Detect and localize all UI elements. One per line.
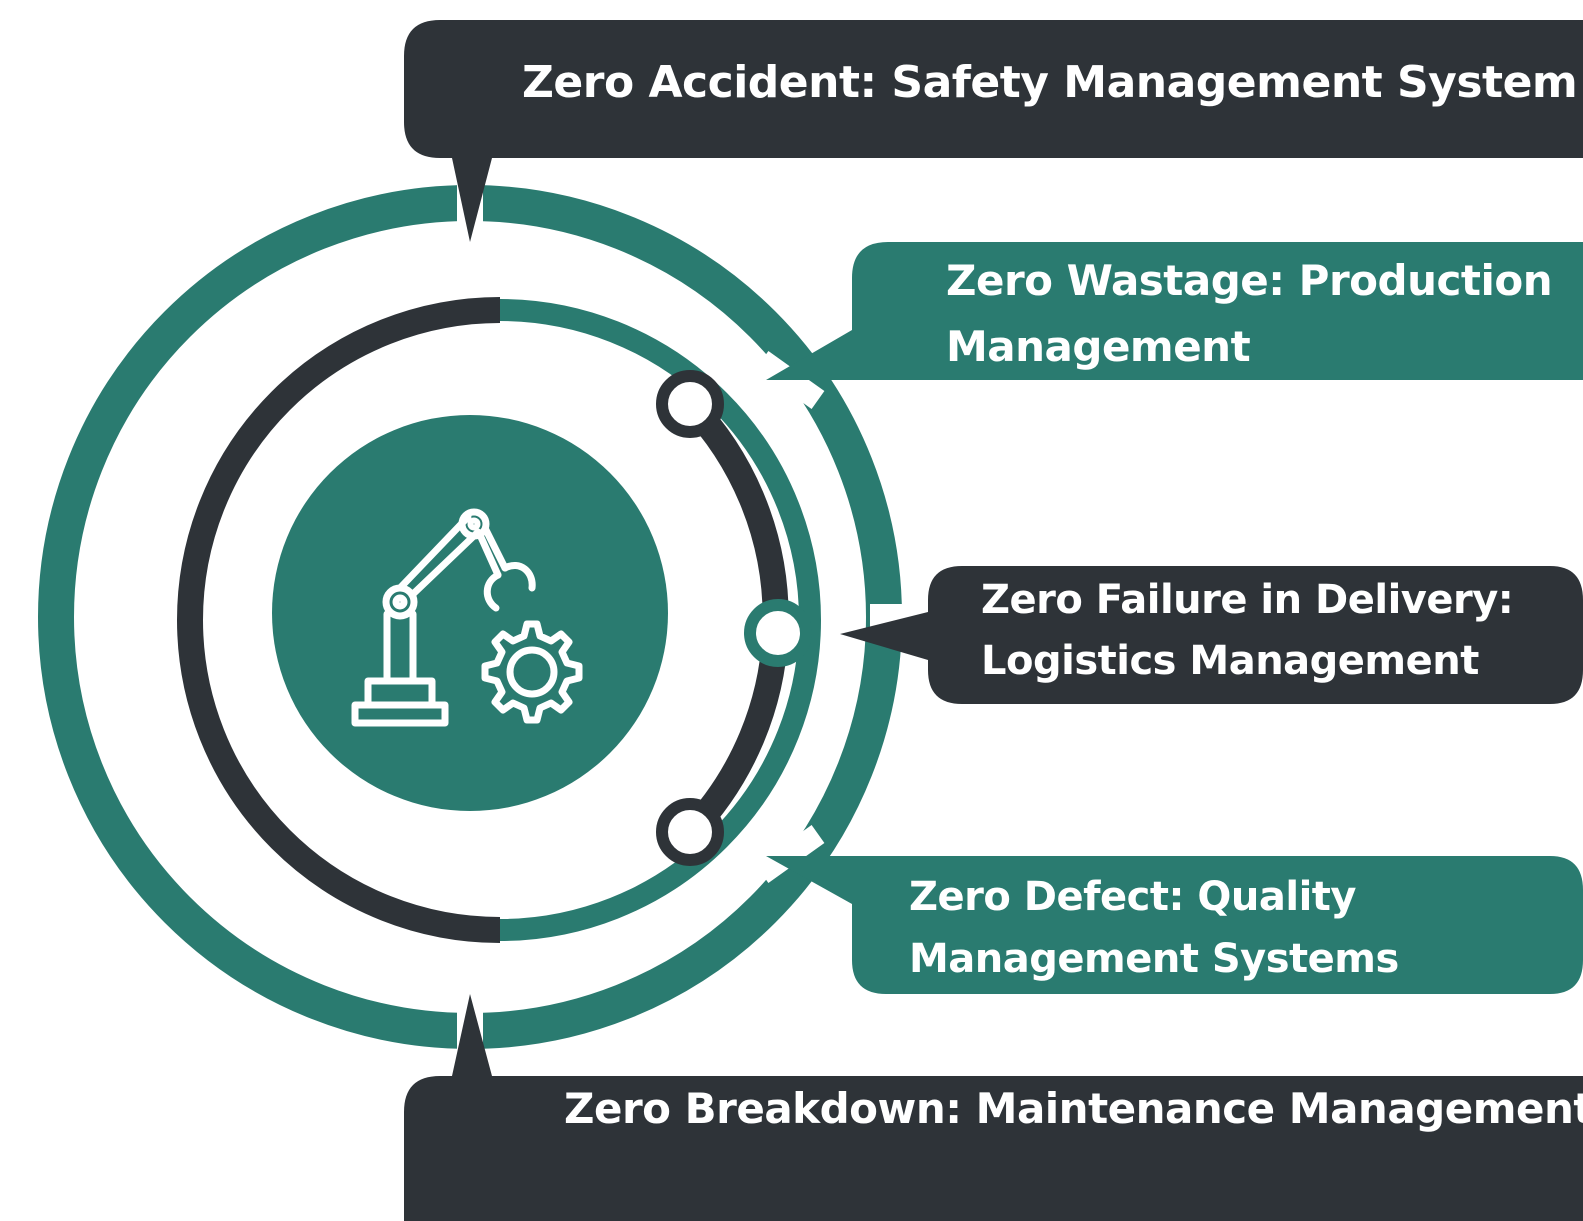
label-zero-defect-line-1: Zero Defect: Quality [909, 874, 1356, 920]
label-zero-accident: Zero Accident: Safety Management System [522, 55, 1578, 111]
callout-breakdown [404, 994, 1583, 1221]
label-zero-defect-line-2: Management Systems [909, 936, 1399, 982]
robot-arm-gear-icon [351, 508, 583, 727]
center-circle [272, 415, 668, 811]
label-zero-wastage-line-1: Zero Wastage: Production [946, 256, 1553, 305]
label-zero-defect: Zero Defect: Quality Management Systems [909, 866, 1399, 990]
label-zero-failure-delivery-line-2: Logistics Management [981, 638, 1479, 684]
label-zero-wastage-line-2: Management [946, 322, 1251, 371]
callout-defect [766, 856, 1583, 994]
callout-delivery [840, 566, 1583, 704]
outer-ring-gap-lower-right [755, 825, 825, 883]
node-lower [656, 798, 724, 866]
label-zero-wastage: Zero Wastage: Production Management [946, 248, 1553, 380]
label-zero-accident-line-1: Zero Accident: Safety Management System [522, 57, 1578, 108]
inner-ring-teal-arc [499, 299, 821, 941]
callout-wastage [766, 242, 1583, 380]
node-middle [744, 599, 812, 667]
label-zero-breakdown: Zero Breakdown: Maintenance Management [564, 1081, 1583, 1137]
callout-accident [404, 20, 1583, 242]
inner-ring-dark-arc [177, 297, 501, 943]
label-zero-failure-delivery-line-1: Zero Failure in Delivery: [981, 577, 1514, 623]
node-upper [656, 370, 724, 438]
label-zero-breakdown-line-1: Zero Breakdown: Maintenance Management [564, 1084, 1583, 1133]
label-zero-failure-delivery: Zero Failure in Delivery: Logistics Mana… [981, 570, 1514, 692]
